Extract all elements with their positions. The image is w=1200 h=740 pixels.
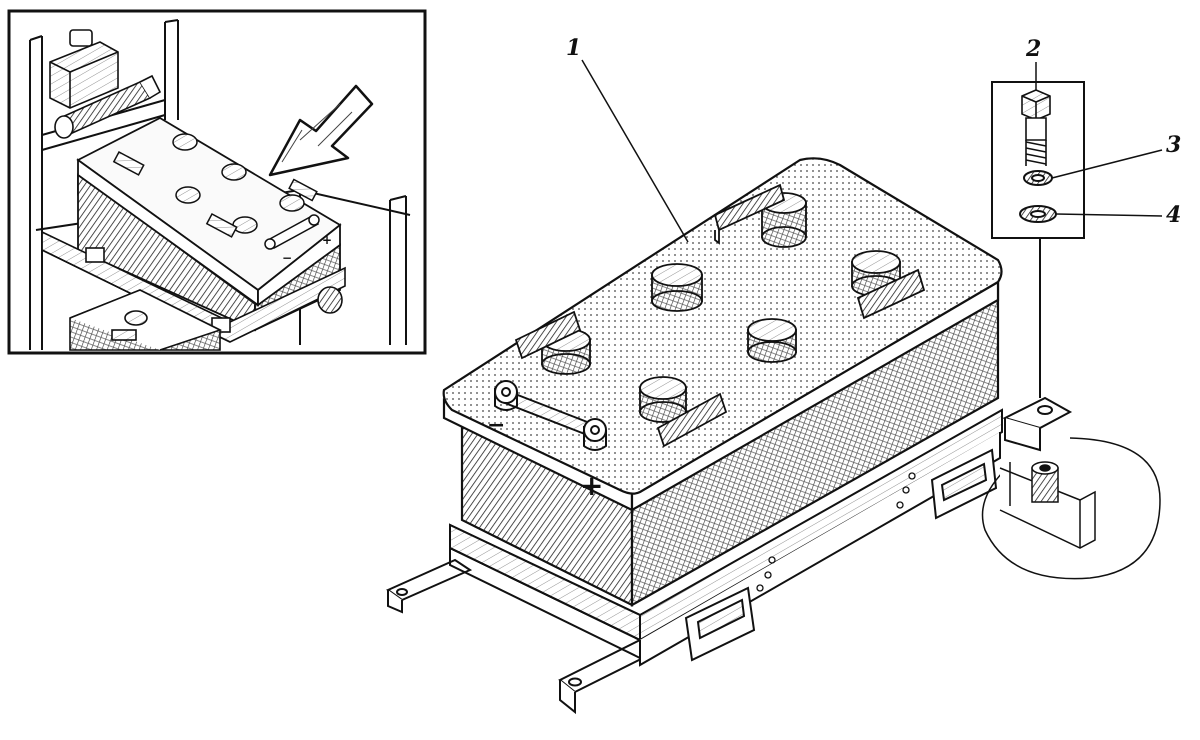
callout-2: 2 (1025, 36, 1041, 62)
flat-washer (1019, 205, 1057, 223)
minus-terminal-sign: − (487, 413, 505, 438)
tray-clamp-front (684, 586, 756, 662)
cap-4 (747, 318, 797, 363)
inset-lower-battery (69, 289, 223, 351)
battery-body (442, 157, 1003, 607)
hex-bolt (1021, 89, 1051, 166)
inset-battery-caps (112, 133, 318, 238)
inset-terminal-bar (264, 214, 320, 250)
inset-battery-tray (41, 230, 346, 343)
callout-4: 4 (1166, 202, 1181, 228)
terminal-connector (494, 380, 607, 451)
inset-minus-sign: − (282, 251, 292, 265)
inset-connector-plug (54, 74, 162, 139)
mounting-rail-left (385, 558, 473, 614)
inset-relay-unit (49, 29, 119, 109)
callout-1: 1 (566, 35, 581, 61)
battery-caps (541, 192, 901, 423)
fastener-detail-box (991, 81, 1085, 398)
detail-magnifier (981, 437, 1161, 580)
cap-2 (651, 263, 703, 312)
inset-view: + − (7, 9, 427, 355)
mounting-rail-right (1002, 396, 1073, 452)
tray-clamp-rear (930, 448, 998, 520)
leader-lines (581, 59, 1163, 243)
spring-washer (1023, 170, 1053, 186)
tray-adjust-holes (756, 472, 916, 592)
cap-6 (639, 376, 687, 423)
inset-pointer-arrow (268, 84, 374, 177)
callout-3: 3 (1166, 132, 1181, 158)
plus-terminal-sign: + (580, 469, 603, 502)
lid-handles (514, 183, 926, 448)
inset-plus-sign: + (322, 233, 332, 247)
